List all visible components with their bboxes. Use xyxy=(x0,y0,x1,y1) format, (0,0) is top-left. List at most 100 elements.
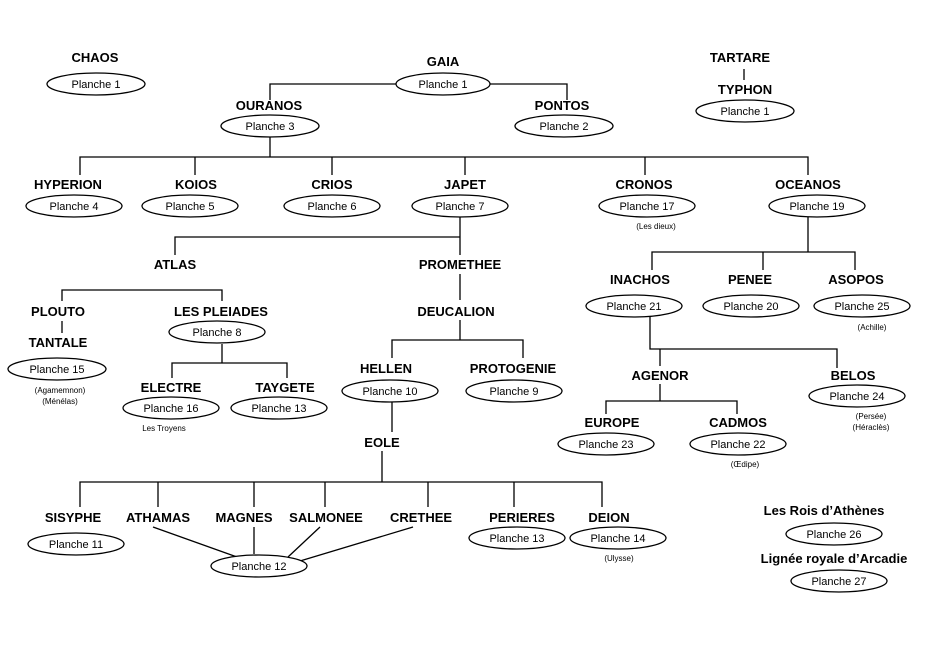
connector-lines xyxy=(61,69,856,562)
node-atlas-name: ATLAS xyxy=(154,257,197,272)
node-perieres: PERIERES Planche 13 xyxy=(468,510,566,550)
node-pleiades-name: LES PLEIADES xyxy=(174,304,268,319)
node-cadmos-note: (Œdipe) xyxy=(731,460,760,469)
svg-text:Planche 16: Planche 16 xyxy=(143,403,198,415)
node-belos-plate[interactable]: Planche 24 xyxy=(808,384,906,408)
node-tantale: TANTALE Planche 15 (Agamemnon) (Ménélas) xyxy=(7,335,107,406)
node-penee-name: PENEE xyxy=(728,272,772,287)
node-koios-plate[interactable]: Planche 5 xyxy=(141,194,239,218)
svg-text:Planche 10: Planche 10 xyxy=(362,386,417,398)
node-inachos-plate[interactable]: Planche 21 xyxy=(585,294,683,318)
node-electre-name: ELECTRE xyxy=(141,380,202,395)
node-taygete-name: TAYGETE xyxy=(255,380,315,395)
node-hyperion: HYPERION Planche 4 xyxy=(25,177,123,218)
node-salmonee-name: SALMONEE xyxy=(289,510,363,525)
node-penee: PENEE Planche 20 xyxy=(702,272,800,318)
node-europe-plate[interactable]: Planche 23 xyxy=(557,432,655,456)
node-crios-name: CRIOS xyxy=(311,177,353,192)
node-pontos-plate[interactable]: Planche 2 xyxy=(514,114,614,138)
node-arcadie-plate[interactable]: Planche 27 xyxy=(790,569,888,593)
node-typhon-plate[interactable]: Planche 1 xyxy=(695,99,795,123)
node-crios-plate[interactable]: Planche 6 xyxy=(283,194,381,218)
node-hellen: HELLEN Planche 10 xyxy=(341,361,439,403)
node-penee-plate[interactable]: Planche 20 xyxy=(702,294,800,318)
node-salmonee: SALMONEE xyxy=(289,510,363,525)
node-asopos-name: ASOPOS xyxy=(828,272,884,287)
node-taygete: TAYGETE Planche 13 xyxy=(230,380,328,420)
node-ouranos-plate[interactable]: Planche 3 xyxy=(220,114,320,138)
node-ouranos-name: OURANOS xyxy=(236,98,303,113)
node-deion-name: DEION xyxy=(588,510,629,525)
node-japet-plate[interactable]: Planche 7 xyxy=(411,194,509,218)
node-europe-name: EUROPE xyxy=(585,415,640,430)
node-gaia-plate[interactable]: Planche 1 xyxy=(395,72,491,96)
node-asopos-note: (Achille) xyxy=(858,323,887,332)
svg-text:Planche 4: Planche 4 xyxy=(50,201,99,213)
node-pleiades-plate[interactable]: Planche 8 xyxy=(168,320,266,344)
node-perieres-plate[interactable]: Planche 13 xyxy=(468,526,566,550)
node-tantale-note2: (Ménélas) xyxy=(42,397,78,406)
node-chaos-name: CHAOS xyxy=(72,50,119,65)
node-shared-plate-12[interactable]: Planche 12 xyxy=(210,554,308,578)
node-electre-note: Les Troyens xyxy=(142,424,186,433)
node-tantale-plate[interactable]: Planche 15 xyxy=(7,357,107,381)
node-sisyphe: SISYPHE Planche 11 xyxy=(27,510,125,556)
node-belos-note2: (Héraclès) xyxy=(853,423,890,432)
node-hyperion-name: HYPERION xyxy=(34,177,102,192)
node-chaos-plate[interactable]: Planche 1 xyxy=(46,72,146,96)
node-crethee: CRETHEE xyxy=(390,510,452,525)
node-atlas: ATLAS xyxy=(154,257,197,272)
node-pleiades: LES PLEIADES Planche 8 xyxy=(168,304,268,344)
node-cadmos-plate[interactable]: Planche 22 xyxy=(689,432,787,456)
svg-text:Planche 12: Planche 12 xyxy=(231,561,286,573)
svg-text:Planche 2: Planche 2 xyxy=(540,121,589,133)
node-gaia-name: GAIA xyxy=(427,54,460,69)
node-oceanos-plate[interactable]: Planche 19 xyxy=(768,194,866,218)
node-tantale-note1: (Agamemnon) xyxy=(35,386,86,395)
node-cadmos-name: CADMOS xyxy=(709,415,767,430)
svg-text:Planche 8: Planche 8 xyxy=(193,327,242,339)
node-electre: ELECTRE Planche 16 Les Troyens xyxy=(122,380,220,433)
node-belos-note1: (Persée) xyxy=(856,412,887,421)
node-cronos-plate[interactable]: Planche 17 xyxy=(598,194,696,218)
node-asopos-plate[interactable]: Planche 25 xyxy=(813,294,911,318)
node-protogenie-name: PROTOGENIE xyxy=(470,361,557,376)
svg-text:Planche 25: Planche 25 xyxy=(834,301,889,313)
node-deion-note: (Ulysse) xyxy=(604,554,634,563)
node-taygete-plate[interactable]: Planche 13 xyxy=(230,396,328,420)
svg-text:Planche 20: Planche 20 xyxy=(723,301,778,313)
svg-text:Planche 19: Planche 19 xyxy=(789,201,844,213)
node-pontos: PONTOS Planche 2 xyxy=(514,98,614,138)
node-deion-plate[interactable]: Planche 14 xyxy=(569,526,667,550)
node-japet: JAPET Planche 7 xyxy=(411,177,509,218)
svg-text:Planche 21: Planche 21 xyxy=(606,301,661,313)
node-tantale-name: TANTALE xyxy=(29,335,88,350)
node-oceanos-name: OCEANOS xyxy=(775,177,841,192)
node-asopos: ASOPOS Planche 25 (Achille) xyxy=(813,272,911,332)
svg-text:Planche 7: Planche 7 xyxy=(436,201,485,213)
node-protogenie-plate[interactable]: Planche 9 xyxy=(465,379,563,403)
svg-text:Planche 11: Planche 11 xyxy=(49,539,103,551)
node-eole: EOLE xyxy=(364,435,400,450)
node-agenor-name: AGENOR xyxy=(631,368,689,383)
node-sisyphe-plate[interactable]: Planche 11 xyxy=(27,532,125,556)
node-cronos-name: CRONOS xyxy=(615,177,672,192)
node-electre-plate[interactable]: Planche 16 xyxy=(122,396,220,420)
svg-text:Planche 24: Planche 24 xyxy=(829,391,884,403)
node-deion: DEION Planche 14 (Ulysse) xyxy=(569,510,667,563)
node-cadmos: CADMOS Planche 22 (Œdipe) xyxy=(689,415,787,469)
node-koios: KOIOS Planche 5 xyxy=(141,177,239,218)
node-cronos: CRONOS Planche 17 (Les dieux) xyxy=(598,177,696,231)
svg-text:Planche 3: Planche 3 xyxy=(246,121,295,133)
node-deucalion: DEUCALION xyxy=(417,304,494,319)
svg-text:Planche 1: Planche 1 xyxy=(72,79,121,91)
svg-text:Planche 17: Planche 17 xyxy=(619,201,674,213)
node-athamas: ATHAMAS xyxy=(126,510,190,525)
node-plouto-name: PLOUTO xyxy=(31,304,85,319)
node-belos: BELOS Planche 24 (Persée) (Héraclès) xyxy=(808,368,906,432)
node-athenes-plate[interactable]: Planche 26 xyxy=(785,522,883,546)
node-arcadie: Lignée royale d’Arcadie Planche 27 xyxy=(761,551,907,593)
node-hyperion-plate[interactable]: Planche 4 xyxy=(25,194,123,218)
node-hellen-plate[interactable]: Planche 10 xyxy=(341,379,439,403)
